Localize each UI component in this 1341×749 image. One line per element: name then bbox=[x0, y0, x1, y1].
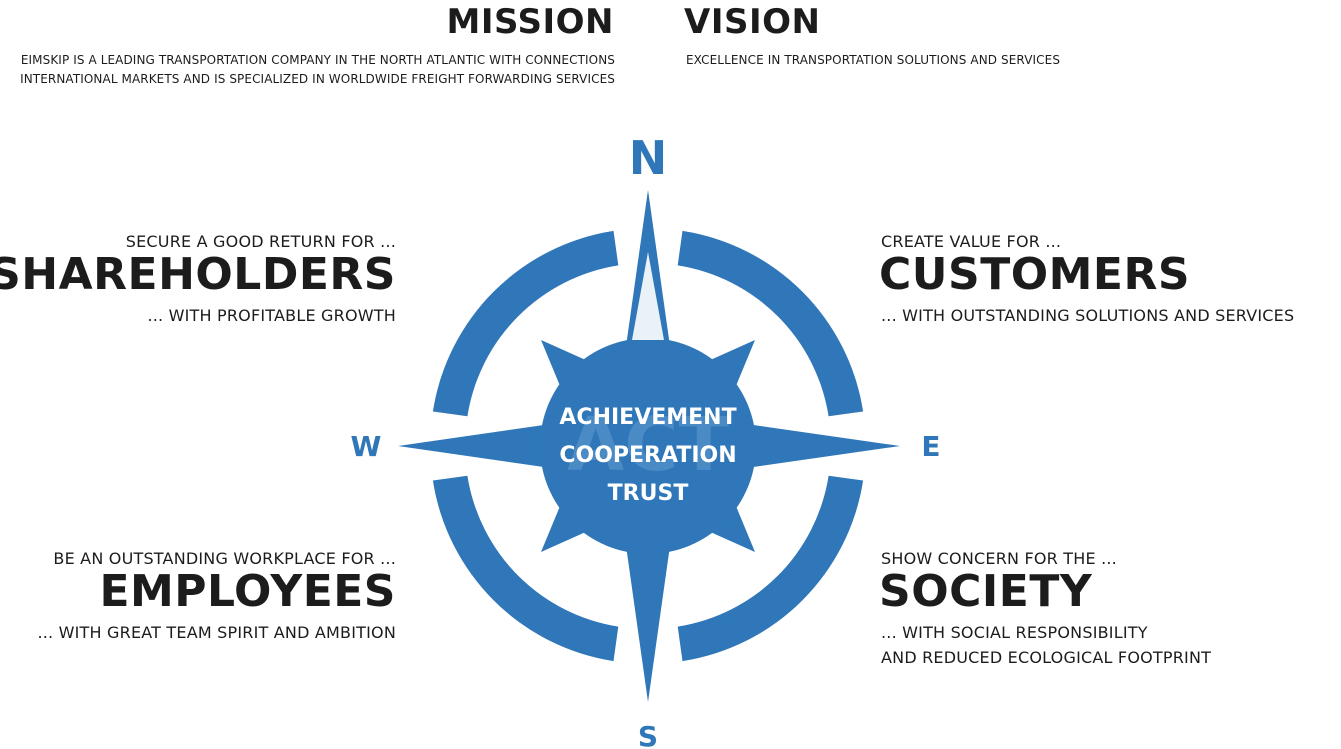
employees-title: EMPLOYEES bbox=[99, 566, 396, 617]
value-trust: TRUST bbox=[608, 481, 689, 506]
compass-ring-arc-ne bbox=[677, 230, 864, 417]
compass-ticks bbox=[456, 251, 840, 641]
customers-detail: ... WITH OUTSTANDING SOLUTIONS AND SERVI… bbox=[881, 306, 1295, 325]
mission-text-line2: INTERNATIONAL MARKETS AND IS SPECIALIZED… bbox=[20, 72, 615, 86]
customers-title: CUSTOMERS bbox=[879, 249, 1191, 300]
compass-north-label: N bbox=[629, 131, 668, 185]
vision-text: EXCELLENCE IN TRANSPORTATION SOLUTIONS A… bbox=[686, 53, 1061, 67]
compass-west-label: W bbox=[351, 430, 382, 463]
customers-intro: CREATE VALUE FOR ... bbox=[881, 232, 1062, 251]
compass-south-label: S bbox=[638, 720, 658, 749]
shareholders-intro: SECURE A GOOD RETURN FOR ... bbox=[125, 232, 396, 251]
mission-title: MISSION bbox=[446, 2, 614, 42]
compass-east-label: E bbox=[921, 430, 940, 463]
shareholders-title: SHAREHOLDERS bbox=[0, 249, 396, 300]
vision-title: VISION bbox=[684, 2, 821, 42]
value-cooperation: COOPERATION bbox=[559, 443, 736, 468]
compass-north-highlight bbox=[632, 252, 664, 340]
society-detail-line2: AND REDUCED ECOLOGICAL FOOTPRINT bbox=[881, 648, 1212, 667]
value-achievement: ACHIEVEMENT bbox=[559, 405, 736, 430]
compass-ring-arc-nw bbox=[432, 230, 619, 417]
society-detail-line1: ... WITH SOCIAL RESPONSIBILITY bbox=[881, 623, 1148, 642]
compass-center-disc bbox=[540, 338, 756, 554]
employees-intro: BE AN OUTSTANDING WORKPLACE FOR ... bbox=[53, 549, 396, 568]
employees-detail: ... WITH GREAT TEAM SPIRIT AND AMBITION bbox=[37, 623, 396, 642]
mission-text-line1: EIMSKIP IS A LEADING TRANSPORTATION COMP… bbox=[20, 53, 615, 67]
society-intro: SHOW CONCERN FOR THE ... bbox=[881, 549, 1117, 568]
compass-ring-arc-sw bbox=[432, 475, 619, 662]
shareholders-detail: ... WITH PROFITABLE GROWTH bbox=[147, 306, 396, 325]
compass-watermark: ACT bbox=[567, 402, 730, 488]
society-title: SOCIETY bbox=[879, 566, 1093, 617]
compass-ring-arc-se bbox=[677, 475, 864, 662]
